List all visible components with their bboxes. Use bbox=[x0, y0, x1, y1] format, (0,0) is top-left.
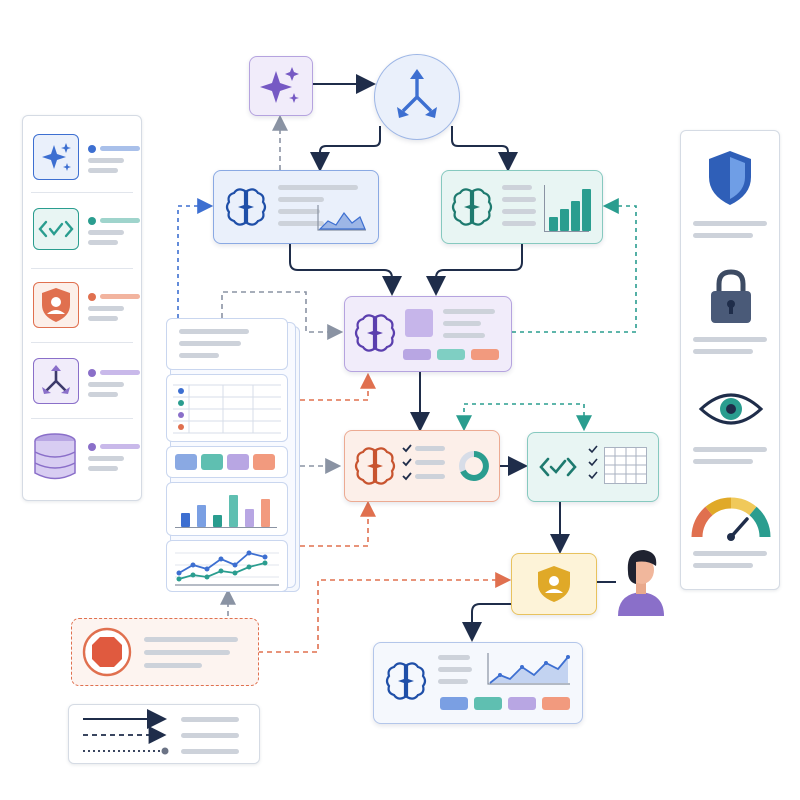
code-card-teal[interactable] bbox=[527, 432, 659, 502]
document-stack bbox=[166, 318, 300, 594]
legend-item-split bbox=[33, 358, 140, 406]
approval-node-gold[interactable] bbox=[511, 553, 597, 615]
shield-icon bbox=[705, 149, 755, 207]
split-arrows-icon bbox=[397, 69, 437, 118]
code-check-icon bbox=[539, 457, 577, 477]
arrow-teal-card-to-central bbox=[426, 244, 523, 296]
arrow-loop-to-blue-card bbox=[177, 198, 214, 318]
area-chart-icon bbox=[487, 653, 570, 685]
analysis-card-teal[interactable] bbox=[441, 170, 603, 244]
gauge-icon bbox=[691, 493, 771, 541]
stop-card[interactable] bbox=[71, 618, 259, 686]
legend-item-database bbox=[33, 432, 140, 484]
person-avatar bbox=[614, 544, 668, 616]
brain-icon bbox=[354, 314, 396, 352]
database-icon bbox=[33, 432, 77, 482]
person-icon bbox=[618, 550, 664, 616]
right-legend-panel bbox=[680, 130, 780, 590]
donut-chart-icon bbox=[459, 451, 489, 481]
area-chart-icon bbox=[317, 205, 366, 231]
arrow-blue-card-to-central bbox=[289, 244, 402, 296]
router-node[interactable] bbox=[374, 54, 460, 140]
code-check-icon bbox=[33, 208, 79, 250]
checklist-icon bbox=[402, 444, 412, 481]
central-card-purple[interactable] bbox=[344, 296, 512, 372]
grid-table-icon bbox=[604, 447, 647, 484]
output-card-blue[interactable] bbox=[373, 642, 583, 724]
sparkle-node[interactable] bbox=[249, 56, 313, 116]
stack-card-swatches[interactable] bbox=[166, 446, 288, 478]
stack-card-text[interactable] bbox=[166, 318, 288, 370]
sparkle-icon bbox=[260, 67, 299, 103]
arrow-router-to-teal-card bbox=[451, 126, 518, 172]
stack-card-table[interactable] bbox=[166, 374, 288, 442]
brain-icon bbox=[451, 188, 493, 226]
arrow-stack-to-central bbox=[221, 291, 344, 340]
arrow-router-to-blue-card bbox=[310, 126, 381, 172]
checklist-icon bbox=[588, 445, 598, 480]
review-card-coral[interactable] bbox=[344, 430, 500, 502]
brain-icon bbox=[354, 447, 396, 485]
stop-icon bbox=[82, 627, 132, 677]
legend-item-code-check bbox=[33, 208, 140, 256]
shield-user-icon bbox=[33, 282, 79, 328]
bar-chart-icon bbox=[544, 185, 591, 232]
brain-icon bbox=[225, 188, 267, 226]
legend-item-shield-user bbox=[33, 282, 140, 330]
arrow-chart-to-coral bbox=[300, 500, 376, 547]
brain-icon bbox=[385, 662, 427, 700]
sparkle-icon bbox=[33, 134, 79, 180]
eye-icon bbox=[698, 389, 764, 429]
arrow-coral-code-loop bbox=[463, 403, 592, 432]
arrow-table-to-central bbox=[300, 372, 376, 401]
arrow-stop-to-approval bbox=[258, 572, 512, 653]
legend-item-sparkle bbox=[33, 134, 140, 182]
line-style-legend bbox=[68, 704, 260, 764]
analysis-card-blue[interactable] bbox=[213, 170, 379, 244]
stack-card-line-chart[interactable] bbox=[166, 540, 288, 592]
stack-card-bar-chart[interactable] bbox=[166, 482, 288, 536]
padlock-icon bbox=[709, 269, 753, 325]
arrow-central-to-teal-card bbox=[512, 198, 637, 333]
arrow-approval-to-output bbox=[462, 603, 512, 642]
shield-user-icon bbox=[538, 566, 570, 602]
left-legend-panel bbox=[22, 115, 142, 501]
split-arrows-icon bbox=[33, 358, 79, 404]
